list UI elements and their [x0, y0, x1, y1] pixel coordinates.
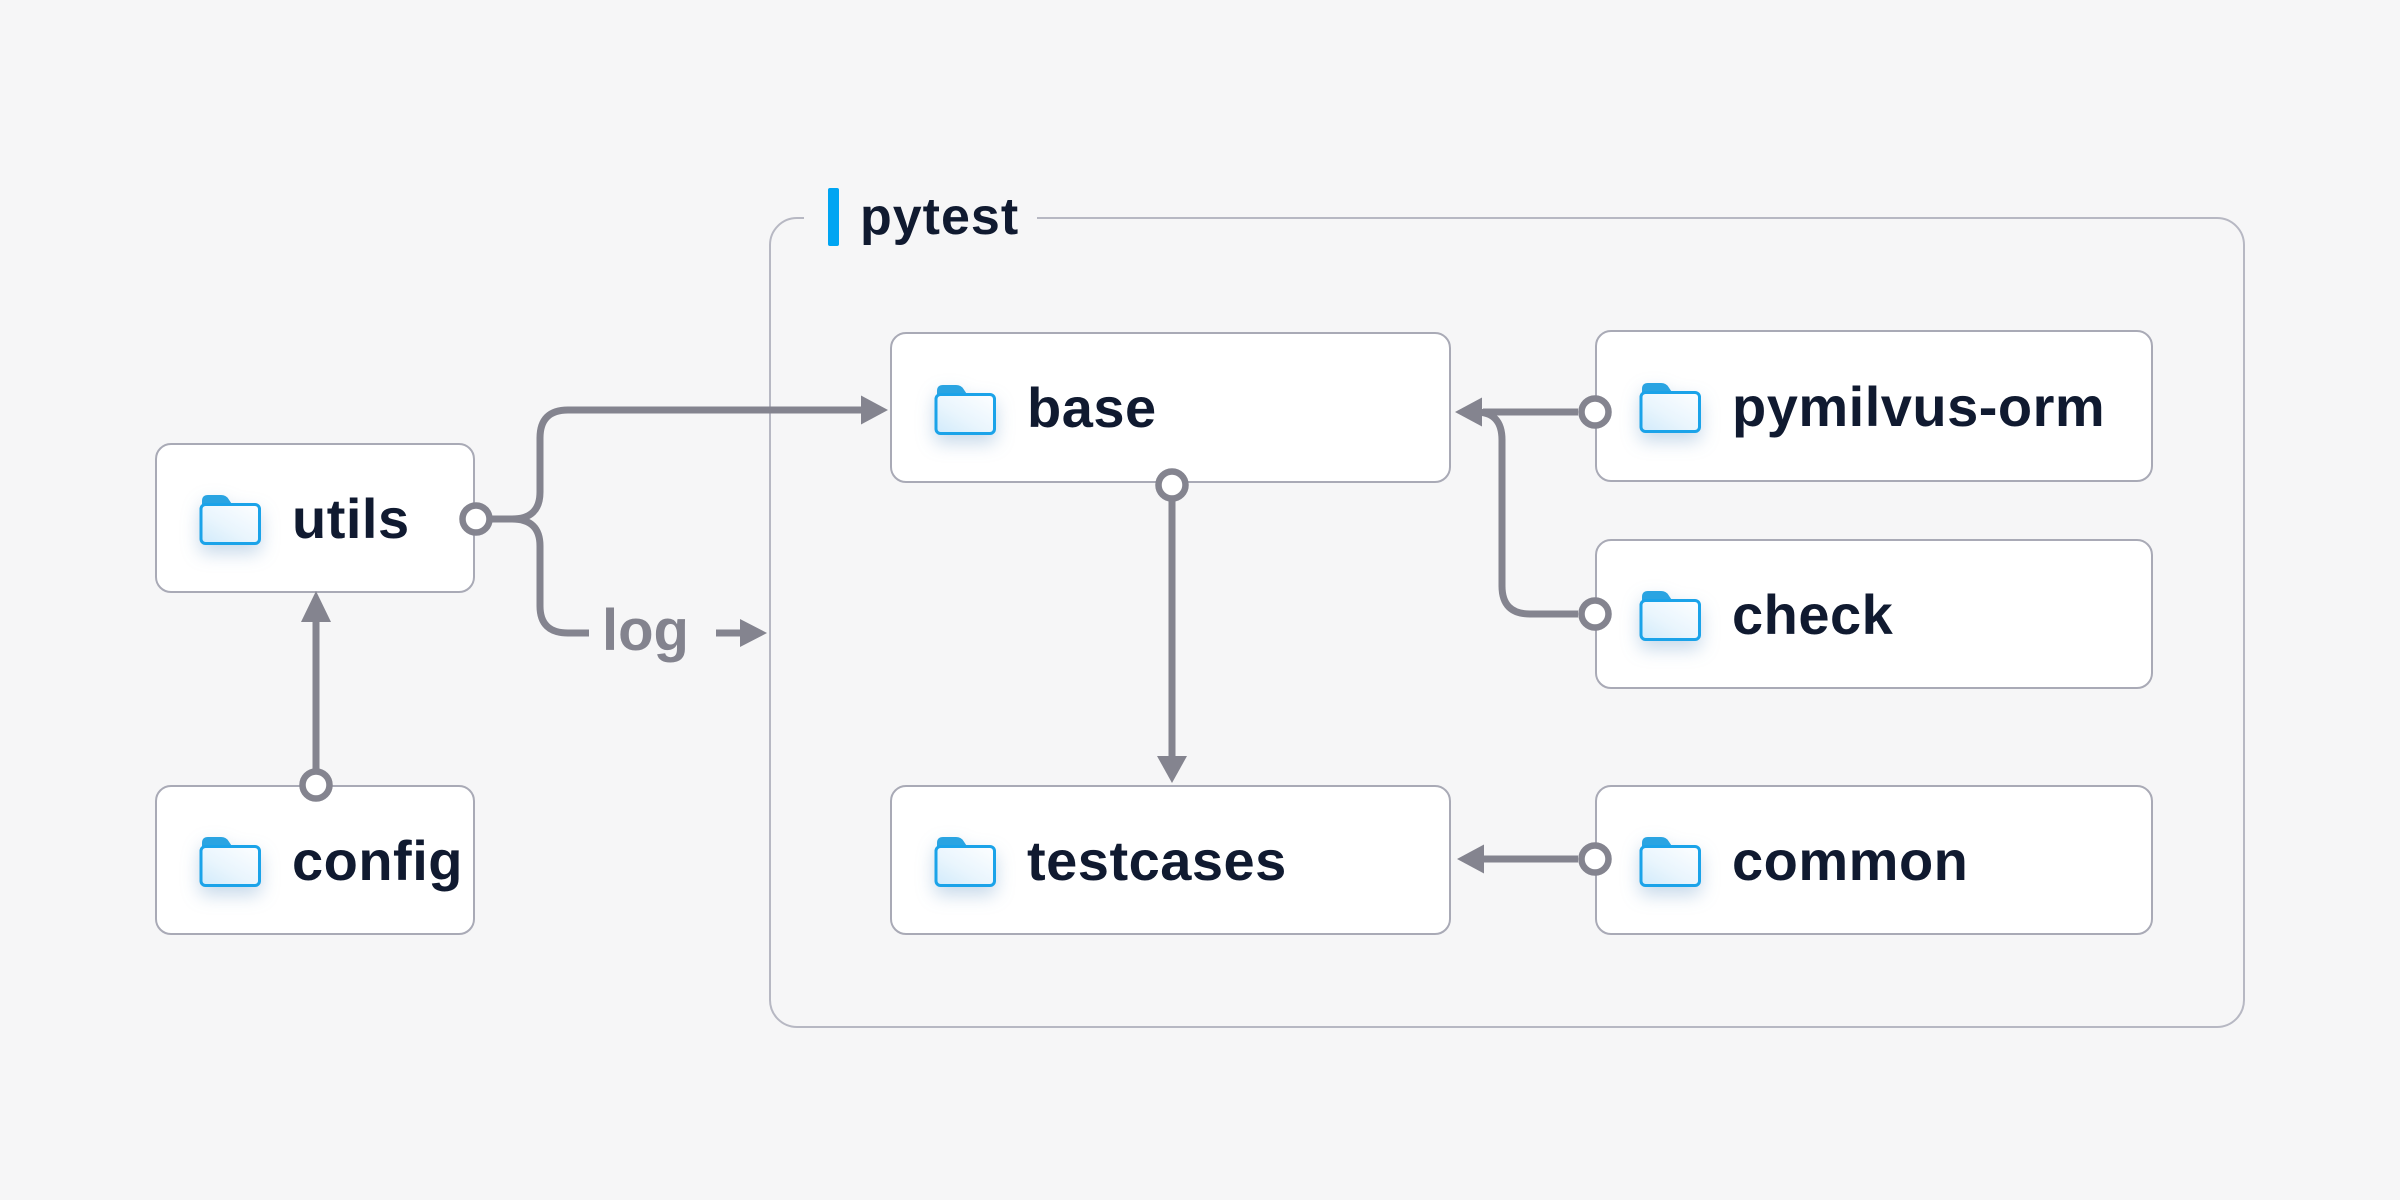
node-label: base [1027, 376, 1157, 439]
node-label: check [1732, 582, 1894, 646]
node-common[interactable]: common [1595, 785, 2153, 935]
node-label: utils [292, 486, 410, 550]
folder-icon [934, 837, 996, 887]
accent-bar [828, 188, 839, 246]
edge-utils-log-line [490, 515, 589, 637]
node-config[interactable]: config [155, 785, 475, 935]
node-label: config [292, 828, 463, 892]
pytest-group-label: pytest [804, 185, 1038, 249]
node-label: testcases [1027, 828, 1287, 892]
arrowhead-log [740, 619, 767, 647]
folder-icon [199, 837, 261, 887]
group-title: pytest [860, 188, 1020, 246]
node-check[interactable]: check [1595, 539, 2153, 689]
node-base[interactable]: base [890, 332, 1451, 483]
folder-icon [1639, 591, 1701, 641]
node-pymilvus-orm[interactable]: pymilvus-orm [1595, 330, 2153, 482]
folder-icon [1639, 383, 1701, 433]
pytest-group-box [769, 217, 2245, 1028]
node-testcases[interactable]: testcases [890, 785, 1451, 935]
folder-icon [934, 384, 996, 435]
node-utils[interactable]: utils [155, 443, 475, 593]
node-label: common [1732, 828, 1969, 892]
folder-icon [199, 495, 261, 545]
node-label: pymilvus-orm [1732, 374, 2106, 438]
arrowhead-into-utils [301, 591, 331, 622]
edge-label-log: log [602, 598, 689, 663]
folder-icon [1639, 837, 1701, 887]
